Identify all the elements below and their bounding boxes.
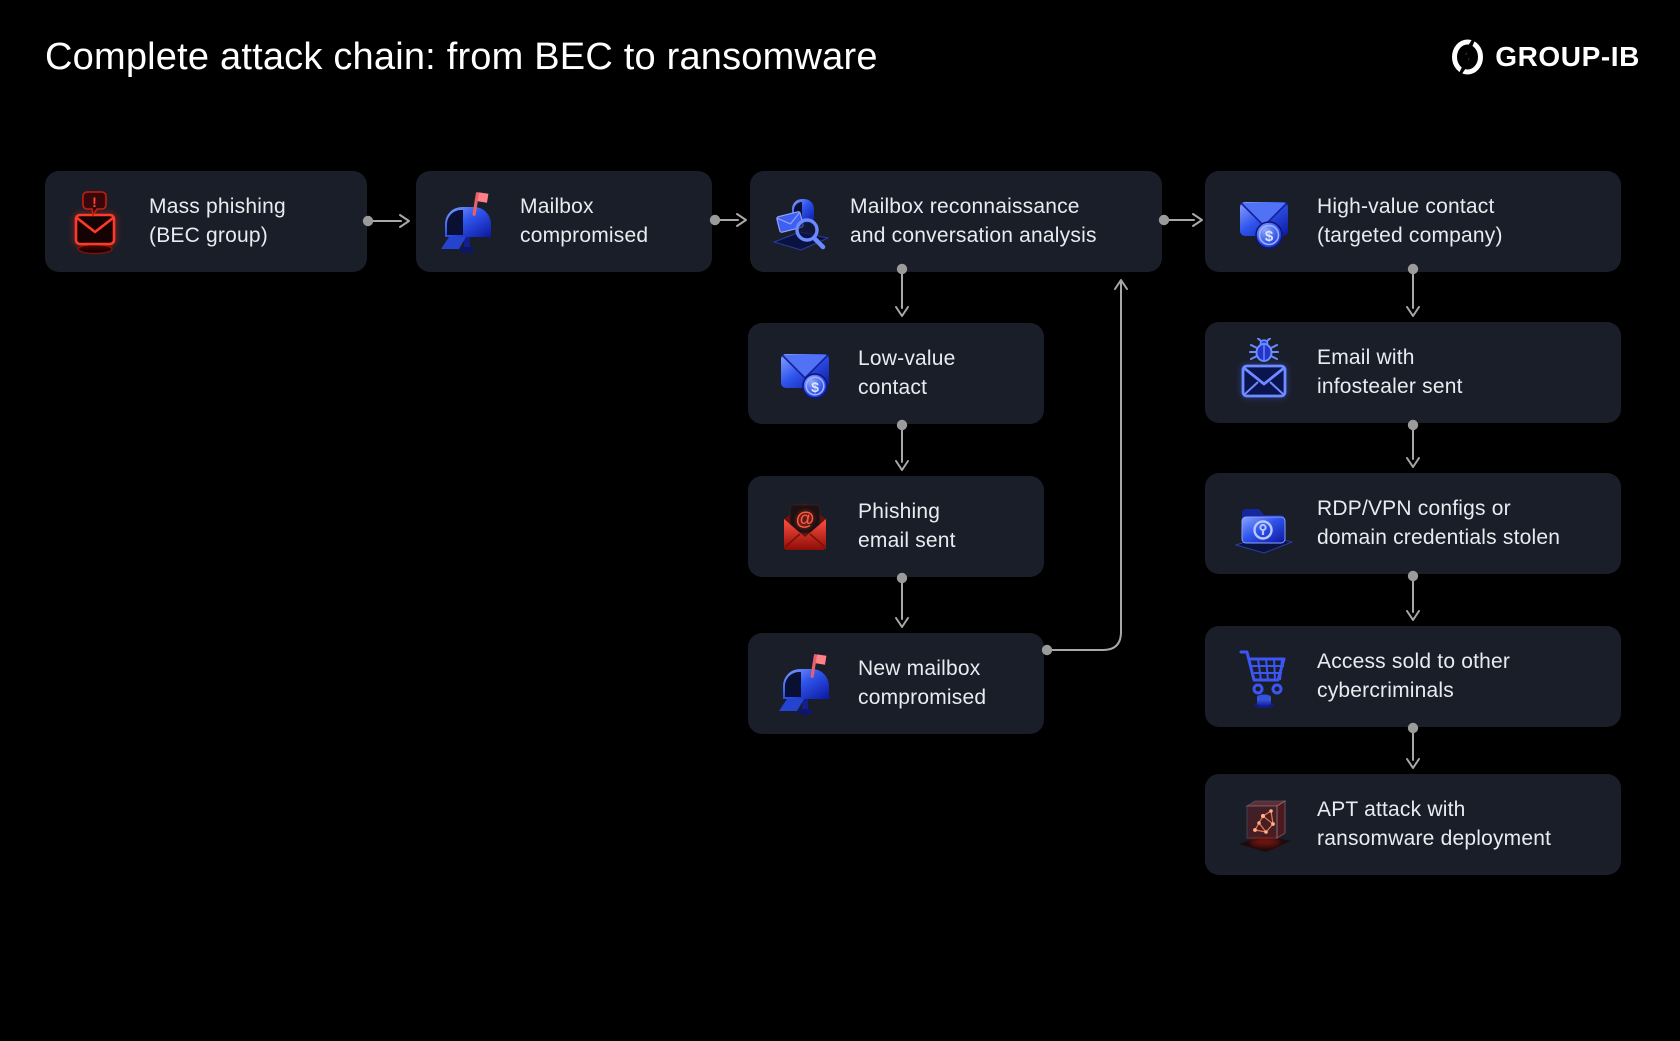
svg-text:@: @: [796, 509, 815, 530]
label-line: RDP/VPN configs or: [1317, 497, 1511, 520]
cart-icon: [1233, 642, 1295, 712]
node-label: High-value contact (targeted company): [1317, 193, 1503, 250]
node-label: Phishing email sent: [858, 498, 956, 555]
node-phishing-email-sent: @ @ Phishing email sent: [748, 476, 1044, 577]
envelope-dollar-icon: $: [774, 339, 836, 409]
mailbox-search-icon: [770, 187, 832, 257]
label-line: email sent: [858, 528, 956, 552]
node-mass-phishing: ! Mass phishing (BEC group): [45, 171, 367, 272]
node-label: Low-value contact: [858, 345, 956, 402]
node-mailbox-compromised: Mailbox compromised: [416, 171, 712, 272]
envelope-dollar-icon: $: [1233, 187, 1295, 257]
label-line: Mailbox: [520, 195, 594, 218]
mailbox-icon: [436, 187, 498, 257]
node-label: APT attack with ransomware deployment: [1317, 796, 1551, 853]
ransomware-cube-icon: [1233, 790, 1295, 860]
label-line: Phishing: [858, 500, 941, 523]
label-line: (BEC group): [149, 223, 268, 247]
node-label: Mailbox compromised: [520, 193, 648, 250]
brand-name: GROUP-IB: [1495, 40, 1640, 72]
svg-text:$: $: [811, 379, 819, 395]
node-label: RDP/VPN configs or domain credentials st…: [1317, 495, 1560, 552]
label-line: compromised: [858, 685, 987, 709]
group-ib-logo-icon: [1451, 36, 1484, 77]
label-line: Access sold to other: [1317, 650, 1511, 673]
node-access-sold: Access sold to other cybercriminals: [1205, 626, 1621, 727]
mailbox-icon: [774, 649, 836, 719]
label-line: infostealer sent: [1317, 374, 1463, 398]
node-label: Mailbox reconnaissance and conversation …: [850, 193, 1097, 250]
page-title: Complete attack chain: from BEC to ranso…: [45, 36, 878, 78]
node-new-mailbox-compromised: New mailbox compromised: [748, 633, 1044, 734]
bug-envelope-icon: [1233, 337, 1295, 408]
node-label: Mass phishing (BEC group): [149, 193, 286, 250]
node-email-infostealer: Email with infostealer sent: [1205, 322, 1621, 423]
node-label: Email with infostealer sent: [1317, 344, 1463, 401]
label-line: High-value contact: [1317, 195, 1495, 218]
alert-envelope-icon: !: [65, 187, 127, 257]
svg-text:@: @: [796, 509, 815, 530]
node-high-value-contact: $ High-value contact (targeted company): [1205, 171, 1621, 272]
node-label: New mailbox compromised: [858, 655, 986, 712]
node-low-value-contact: $ Low-value contact: [748, 323, 1044, 424]
label-line: and conversation analysis: [850, 223, 1097, 247]
label-line: Low-value: [858, 347, 956, 370]
brand-logo: GROUP-IB: [1451, 36, 1640, 77]
label-line: APT attack with: [1317, 798, 1466, 821]
label-line: ransomware deployment: [1317, 826, 1552, 850]
label-line: compromised: [520, 223, 649, 247]
svg-text:!: !: [92, 194, 97, 210]
label-line: contact: [858, 375, 928, 399]
node-apt-attack: APT attack with ransomware deployment: [1205, 774, 1621, 875]
node-rdp-vpn: RDP/VPN configs or domain credentials st…: [1205, 473, 1621, 574]
label-line: New mailbox: [858, 657, 981, 680]
node-mailbox-recon: Mailbox reconnaissance and conversation …: [750, 171, 1162, 272]
node-label: Access sold to other cybercriminals: [1317, 648, 1510, 705]
label-line: Email with: [1317, 346, 1415, 369]
label-line: cybercriminals: [1317, 678, 1454, 702]
phishing-at-envelope-icon: @ @: [774, 492, 836, 562]
svg-text:$: $: [1265, 228, 1274, 245]
label-line: domain credentials stolen: [1317, 525, 1561, 549]
label-line: Mailbox reconnaissance: [850, 195, 1080, 218]
label-line: (targeted company): [1317, 223, 1503, 247]
label-line: Mass phishing: [149, 195, 286, 218]
locked-folder-icon: [1233, 489, 1295, 559]
